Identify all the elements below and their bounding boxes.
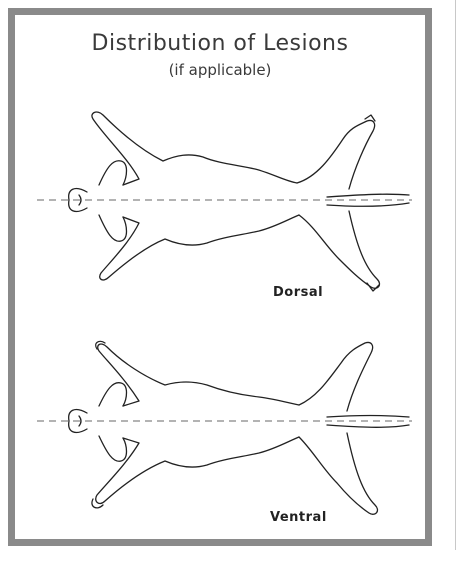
ventral-body-outline	[69, 341, 409, 514]
dorsal-label: Dorsal	[273, 285, 323, 300]
diagram-subtitle: (if applicable)	[15, 61, 425, 79]
ventral-body-diagram[interactable]	[27, 323, 417, 523]
dorsal-body-outline	[69, 112, 409, 291]
ventral-label: Ventral	[270, 510, 327, 525]
diagram-title: Distribution of Lesions	[15, 31, 425, 56]
page-edge-line	[455, 0, 456, 550]
dorsal-body-diagram[interactable]	[27, 97, 417, 297]
lesion-distribution-card: Distribution of Lesions (if applicable)	[8, 8, 432, 546]
